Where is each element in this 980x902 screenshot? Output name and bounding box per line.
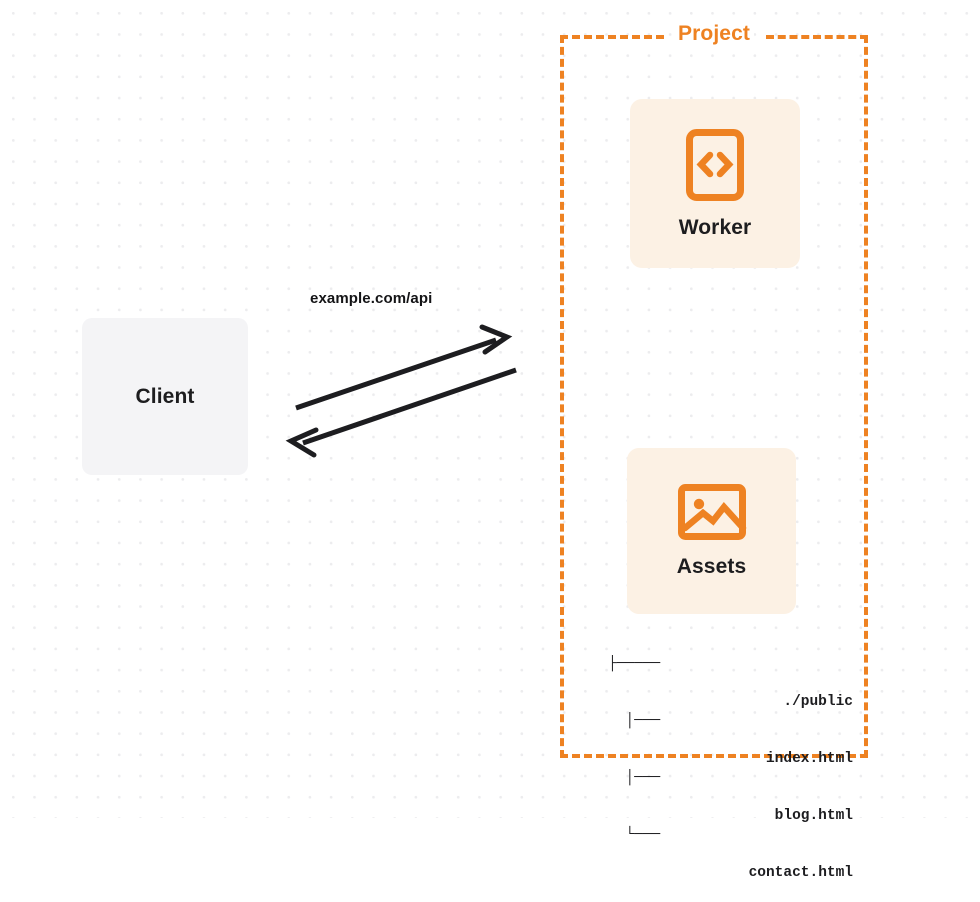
connection-label: example.com/api xyxy=(310,290,433,307)
tree-file-label: contact.html xyxy=(748,865,853,881)
project-border-left xyxy=(560,35,564,758)
tree-row: ├───── ./public xyxy=(608,655,853,710)
asset-file-tree: ├───── ./public │─── index.html │─── blo… xyxy=(608,617,853,883)
response-arrow xyxy=(285,367,517,458)
assets-node-label: Assets xyxy=(676,555,747,578)
tree-row: └─── contact.html xyxy=(608,826,853,881)
tree-branch-glyph: └─── xyxy=(608,827,661,843)
tree-branch-glyph: │─── xyxy=(608,713,661,729)
tree-file-label: blog.html xyxy=(774,808,853,824)
image-icon xyxy=(677,483,747,541)
project-border-bottom xyxy=(560,754,868,758)
project-border-right xyxy=(864,35,868,758)
tree-file-label: index.html xyxy=(765,751,853,767)
tree-root-label: ./public xyxy=(783,694,853,710)
project-title: Project xyxy=(674,22,754,46)
tree-row: │─── blog.html xyxy=(608,769,853,824)
client-node-label: Client xyxy=(135,384,195,408)
client-node[interactable]: Client xyxy=(82,318,248,475)
project-border-top-right xyxy=(766,35,868,39)
request-arrow xyxy=(295,324,513,411)
project-border-top-left xyxy=(560,35,664,39)
tree-row: │─── index.html xyxy=(608,712,853,767)
tree-branch-glyph: │─── xyxy=(608,770,661,786)
project-container: Project Worker Assets xyxy=(560,22,868,881)
assets-node[interactable]: Assets xyxy=(627,448,796,614)
tree-branch-glyph: ├───── xyxy=(608,656,661,672)
code-brackets-icon xyxy=(685,128,745,202)
worker-node[interactable]: Worker xyxy=(630,99,800,268)
architecture-diagram: Client example.com/api Project xyxy=(0,0,980,881)
worker-node-label: Worker xyxy=(678,215,752,239)
